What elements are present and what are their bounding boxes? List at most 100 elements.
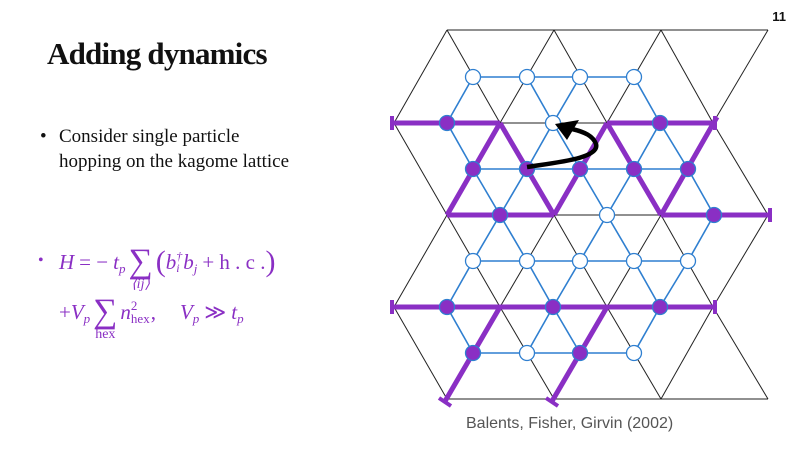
empty-site — [571, 252, 589, 270]
kagome-bond — [446, 76, 474, 124]
eq-b1-sub: i — [176, 261, 180, 275]
string-end-cap — [437, 396, 453, 408]
lattice-edge — [712, 122, 769, 216]
slide-title: Adding dynamics — [47, 36, 268, 71]
eq-plus: + — [59, 300, 71, 324]
kagome-bond — [633, 76, 661, 124]
eq-n-sup: 2 — [130, 298, 138, 313]
empty-site — [464, 252, 482, 270]
lattice-edge — [712, 306, 769, 400]
occupied-site — [571, 160, 589, 178]
eq-t: t — [113, 250, 119, 274]
eq-comma: , — [150, 300, 156, 324]
occupied-site — [544, 298, 562, 316]
kagome-bonds — [446, 76, 715, 354]
occupied-site — [571, 344, 589, 362]
eq-b2: b — [183, 250, 194, 274]
hop-arrow-curve — [526, 126, 599, 170]
eq-n: n — [120, 300, 131, 324]
eq-equals: = − — [79, 250, 109, 274]
kagome-bond — [526, 76, 554, 124]
bullet-item: • Consider single particle hopping on th… — [40, 124, 290, 174]
occupied-site — [651, 114, 669, 132]
kagome-bond — [552, 76, 581, 124]
kagome-bond — [579, 214, 608, 262]
kagome-bond — [446, 122, 474, 170]
lattice-edge — [712, 214, 769, 308]
lattice-edge — [393, 214, 448, 308]
empty-site — [571, 68, 589, 86]
kagome-bond — [552, 122, 581, 170]
eq-sum-index: ⟨ij⟩ — [131, 277, 150, 292]
kagome-bond — [687, 214, 715, 262]
lattice-edge — [393, 29, 448, 124]
kagome-bond — [552, 260, 581, 308]
eq-H: H — [59, 250, 75, 274]
eq-cond-V-sub: p — [192, 310, 200, 326]
kagome-bond — [579, 168, 608, 216]
kagome-bond — [526, 306, 554, 354]
string-end-cap — [544, 396, 560, 408]
kagome-bond — [633, 306, 661, 354]
empty-site — [625, 252, 643, 270]
occupied-site — [705, 206, 723, 224]
empty-site — [518, 344, 536, 362]
occupied-site — [518, 160, 536, 178]
eq-hc: + h . c . — [202, 250, 266, 274]
kagome-bond — [446, 260, 474, 308]
kagome-bond — [633, 260, 661, 308]
eq-n-sub: hex — [130, 311, 150, 326]
empty-site — [518, 68, 536, 86]
lattice-edge — [393, 122, 448, 216]
occupied-site — [491, 206, 509, 224]
empty-site — [518, 252, 536, 270]
eq-V-sub: p — [83, 310, 91, 326]
kagome-bond — [526, 122, 554, 170]
empty-site — [464, 68, 482, 86]
occupied-site — [464, 344, 482, 362]
empty-site — [625, 68, 643, 86]
eq-cond-V: V — [179, 300, 193, 324]
empty-site — [544, 114, 562, 132]
figure-caption: Balents, Fisher, Girvin (2002) — [466, 415, 674, 432]
eq-sum-hex-group: ∑ hex — [93, 282, 117, 342]
eq-paren-close: ) — [265, 245, 276, 278]
eq-V: V — [70, 300, 84, 324]
eq-b1-scripts: †i — [176, 250, 182, 274]
occupied-site — [679, 160, 697, 178]
kagome-bond — [633, 122, 661, 170]
eq-cond-t-sub: p — [237, 310, 244, 326]
empty-site — [625, 344, 643, 362]
eq-b2-sub: j — [193, 260, 198, 276]
lattice-edge — [660, 29, 714, 124]
kagome-bond — [659, 260, 689, 308]
occupied-site — [625, 160, 643, 178]
kagome-bond — [526, 260, 554, 308]
occupied-site — [651, 298, 669, 316]
eq-t-sub: p — [118, 260, 126, 276]
lattice-edge — [393, 306, 448, 400]
kagome-bond — [606, 214, 635, 262]
kagome-bond — [499, 168, 528, 216]
kagome-bond — [606, 168, 635, 216]
bullet-text: Consider single particle hopping on the … — [59, 126, 290, 172]
occupied-site — [464, 160, 482, 178]
page-number: 11 — [772, 9, 786, 24]
occupied-site — [438, 298, 456, 316]
eq-sum-hex: ∑ — [93, 293, 118, 330]
hop-arrow-head — [555, 120, 579, 140]
eq-cond-t: t — [231, 300, 238, 324]
eq-sum-group: ∑ ⟨ij⟩ — [128, 232, 152, 292]
kagome-sites — [438, 68, 723, 362]
lattice-edge — [660, 306, 714, 400]
bullet-marker: • — [40, 126, 47, 147]
kagome-bond — [552, 306, 581, 354]
eq-b1: b — [165, 250, 177, 274]
eq-sum-hex-index: hex — [95, 327, 116, 342]
hop-arrow — [526, 120, 599, 170]
occupied-site — [438, 114, 456, 132]
